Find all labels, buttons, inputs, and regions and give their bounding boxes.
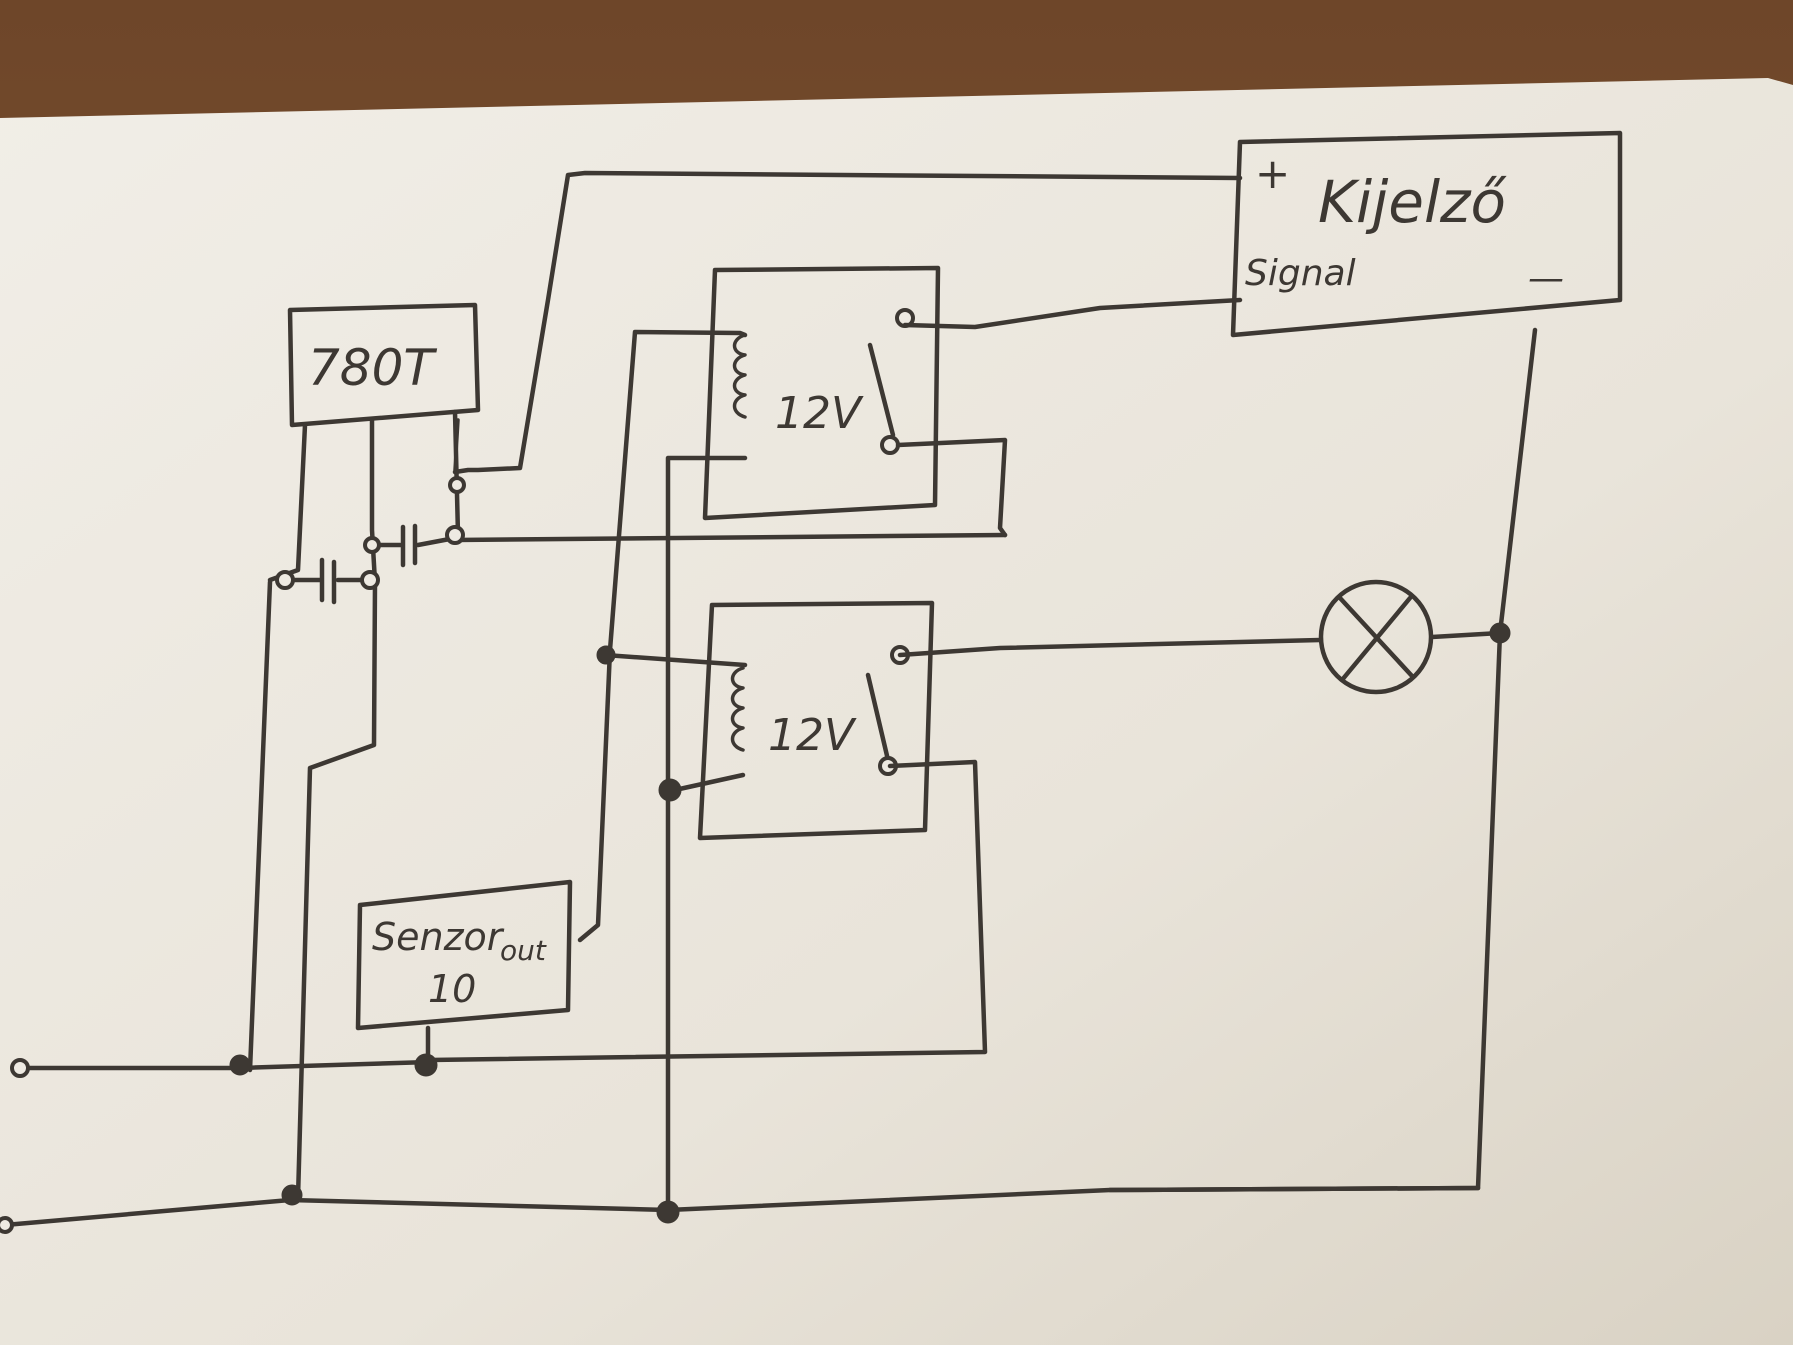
sensor-out-label: out bbox=[500, 934, 547, 967]
relay-top-terminal-com bbox=[880, 435, 900, 455]
junction-node bbox=[1489, 622, 1511, 644]
junction-node bbox=[281, 1184, 303, 1206]
sensor-voltage: 10 bbox=[428, 967, 476, 1011]
junction-node bbox=[445, 525, 465, 545]
relay-bottom-label: 12V bbox=[768, 710, 857, 761]
display-title: Kijelző bbox=[1318, 168, 1508, 236]
regulator-7805: 780T bbox=[287, 302, 481, 428]
input-terminal-bottom bbox=[0, 1216, 14, 1234]
regulator-label: 780T bbox=[308, 339, 437, 397]
junction-node bbox=[229, 1054, 251, 1076]
display-signal-label: Signal bbox=[1245, 253, 1356, 294]
sensor-label: Senzor bbox=[372, 915, 505, 959]
display-minus-label: — bbox=[1528, 258, 1564, 299]
relay-bottom-coil-icon bbox=[730, 666, 745, 752]
junction-node bbox=[363, 536, 381, 554]
sensor-box: Senzor 10 out bbox=[355, 879, 573, 1031]
junction-node bbox=[360, 570, 380, 590]
junction-nodes bbox=[0, 476, 1511, 1234]
relay-bottom-switch-contact bbox=[865, 672, 891, 763]
junction-node bbox=[448, 476, 466, 494]
relay-top-label: 12V bbox=[775, 388, 864, 439]
junction-node bbox=[596, 645, 616, 665]
input-terminal-top bbox=[10, 1058, 30, 1078]
capacitor-2-icon bbox=[375, 523, 458, 568]
paper-sheet bbox=[0, 78, 1793, 1345]
capacitor-1-icon bbox=[277, 557, 373, 605]
junction-node bbox=[658, 778, 682, 802]
junction-node bbox=[275, 570, 295, 590]
relay-top: 12V bbox=[702, 265, 941, 521]
display-plus-label: + bbox=[1255, 149, 1290, 198]
junction-node bbox=[656, 1200, 680, 1224]
relay-top-switch-contact bbox=[867, 342, 896, 438]
junction-node bbox=[414, 1053, 438, 1077]
relay-top-coil-icon bbox=[732, 333, 747, 419]
display-kijelzo: + Kijelző Signal — bbox=[1230, 130, 1623, 338]
